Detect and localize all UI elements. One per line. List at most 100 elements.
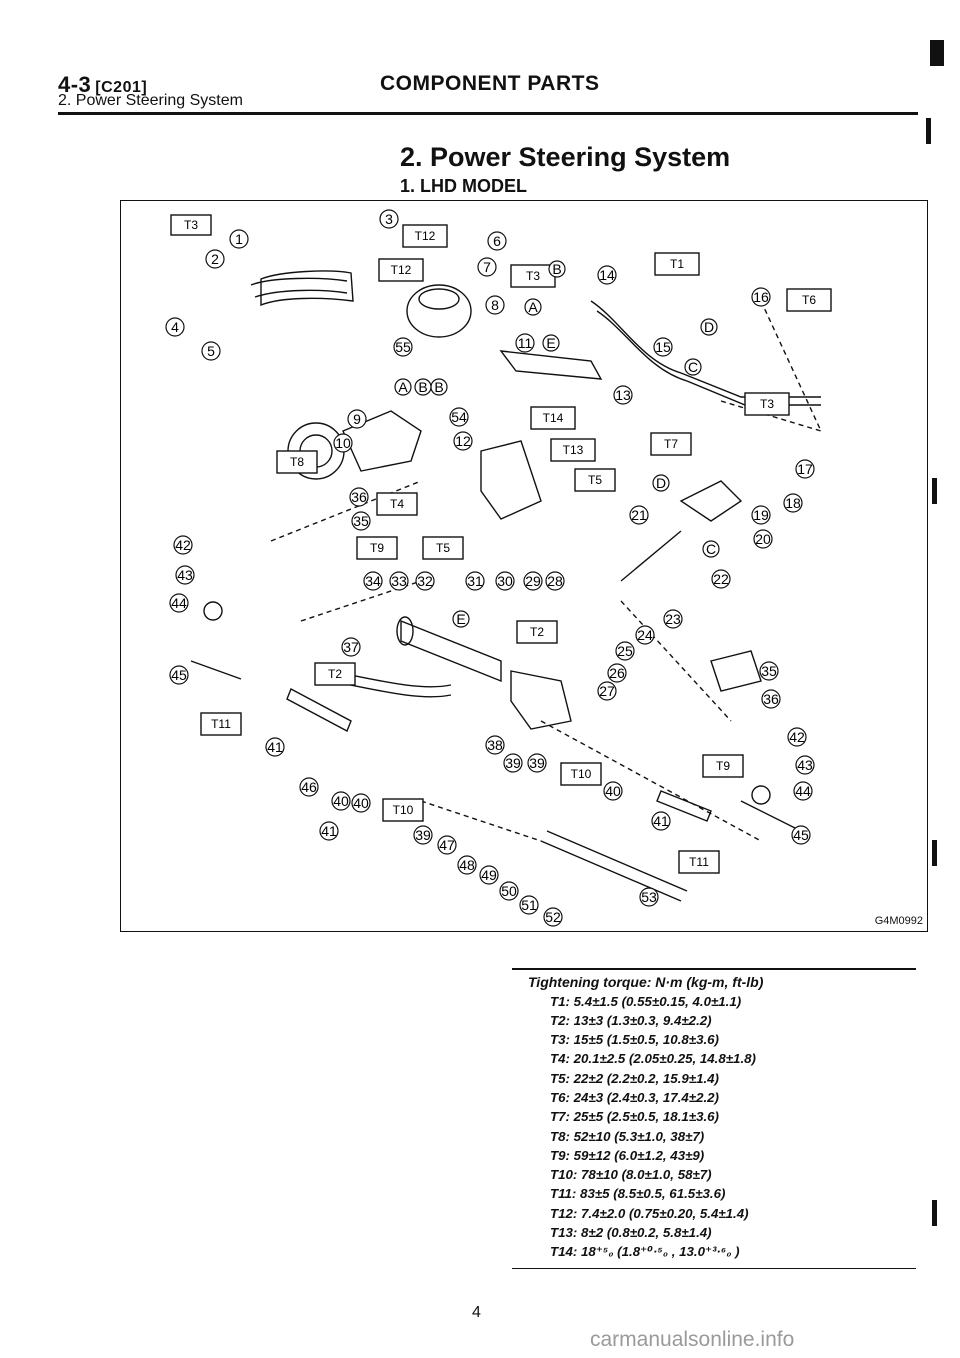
clamp-bracket (710, 650, 762, 692)
torque-box: T2 (314, 662, 356, 686)
cylinder-end (396, 616, 414, 646)
callout: B (430, 378, 448, 396)
svg-text:37: 37 (343, 639, 359, 655)
svg-text:T3: T3 (760, 397, 774, 411)
guide-line (420, 800, 542, 842)
callout: 44 (793, 781, 813, 801)
svg-text:47: 47 (439, 837, 455, 853)
callout: 35 (351, 511, 371, 531)
callout: 41 (651, 811, 671, 831)
callout: 47 (437, 835, 457, 855)
callout: 25 (615, 641, 635, 661)
torque-box: T13 (550, 438, 596, 462)
svg-text:T6: T6 (802, 293, 816, 307)
svg-text:18: 18 (785, 495, 801, 511)
callout: 5 (201, 341, 221, 361)
svg-text:42: 42 (789, 729, 805, 745)
callout: 36 (349, 487, 369, 507)
svg-text:38: 38 (487, 737, 503, 753)
callout: 44 (169, 593, 189, 613)
oil-pump (342, 410, 422, 472)
callout: 11 (515, 333, 535, 353)
callout: 53 (639, 887, 659, 907)
gearbox-cylinder (400, 619, 502, 683)
svg-text:B: B (418, 379, 427, 395)
svg-text:52: 52 (545, 909, 561, 925)
callout: 24 (635, 625, 655, 645)
svg-text:17: 17 (797, 461, 813, 477)
svg-text:T7: T7 (664, 437, 678, 451)
torque-box: T7 (650, 432, 692, 456)
svg-text:T10: T10 (393, 803, 414, 817)
header-subtitle: 2. Power Steering System (58, 92, 243, 109)
reservoir-cap (418, 288, 460, 310)
svg-text:26: 26 (609, 665, 625, 681)
svg-text:T3: T3 (526, 269, 540, 283)
svg-text:36: 36 (351, 489, 367, 505)
guide-line (760, 300, 822, 432)
svg-text:T8: T8 (290, 455, 304, 469)
callout: 6 (487, 231, 507, 251)
scan-mark-3 (932, 840, 937, 866)
guide-line (540, 720, 762, 842)
torque-box: T14 (530, 406, 576, 430)
svg-text:45: 45 (171, 667, 187, 683)
svg-text:E: E (456, 611, 465, 627)
svg-text:31: 31 (467, 573, 483, 589)
callout: 39 (527, 753, 547, 773)
svg-text:41: 41 (267, 739, 283, 755)
svg-text:54: 54 (451, 409, 467, 425)
svg-text:42: 42 (175, 537, 191, 553)
scan-mark-top (930, 40, 944, 66)
svg-text:A: A (398, 379, 408, 395)
svg-text:T5: T5 (436, 541, 450, 555)
callout: E (542, 334, 560, 352)
svg-text:T4: T4 (390, 497, 404, 511)
svg-text:41: 41 (321, 823, 337, 839)
svg-text:1: 1 (235, 231, 243, 247)
header-title: COMPONENT PARTS (380, 72, 600, 95)
svg-text:27: 27 (599, 683, 615, 699)
reservoir-tank (406, 284, 472, 338)
svg-text:48: 48 (459, 857, 475, 873)
svg-text:51: 51 (521, 897, 537, 913)
torque-list: T1: 5.4±1.5 (0.55±0.15, 4.0±1.1) T2: 13±… (512, 992, 916, 1262)
svg-text:T9: T9 (716, 759, 730, 773)
torque-box: T12 (378, 258, 424, 282)
svg-text:16: 16 (753, 289, 769, 305)
callout: 48 (457, 855, 477, 875)
svg-text:40: 40 (605, 783, 621, 799)
hose-assembly (260, 270, 354, 307)
callout: 41 (265, 737, 285, 757)
svg-text:33: 33 (391, 573, 407, 589)
callout: D (700, 318, 718, 336)
hose-line (254, 289, 348, 298)
callout: C (684, 358, 702, 376)
torque-boxes: T3 T12 T12 T3 T1 T6 T14 T13 T3 T7 T8 T5 … (170, 214, 832, 874)
callout: B (548, 260, 566, 278)
torque-item: T11: 83±5 (8.5±0.5, 61.5±3.6) (550, 1186, 726, 1202)
callout: 37 (341, 637, 361, 657)
svg-text:39: 39 (529, 755, 545, 771)
torque-box: T4 (376, 492, 418, 516)
torque-box: T11 (200, 712, 242, 736)
callout: 43 (175, 565, 195, 585)
svg-text:30: 30 (497, 573, 513, 589)
callout: 40 (351, 793, 371, 813)
torque-bottom-rule (512, 1267, 916, 1270)
torque-box: T5 (422, 536, 464, 560)
svg-text:B: B (552, 261, 561, 277)
svg-text:7: 7 (483, 259, 491, 275)
torque-box: T9 (356, 536, 398, 560)
header-rule (58, 112, 918, 115)
callout: 14 (597, 265, 617, 285)
svg-text:3: 3 (385, 211, 393, 227)
pressure-pipe (590, 300, 821, 398)
svg-text:23: 23 (665, 611, 681, 627)
torque-item: T5: 22±2 (2.2±0.2, 15.9±1.4) (550, 1070, 719, 1086)
callout: 55 (393, 337, 413, 357)
left-boot (286, 688, 352, 732)
torque-box: T3 (170, 214, 212, 236)
svg-text:36: 36 (763, 691, 779, 707)
callout: 43 (795, 755, 815, 775)
